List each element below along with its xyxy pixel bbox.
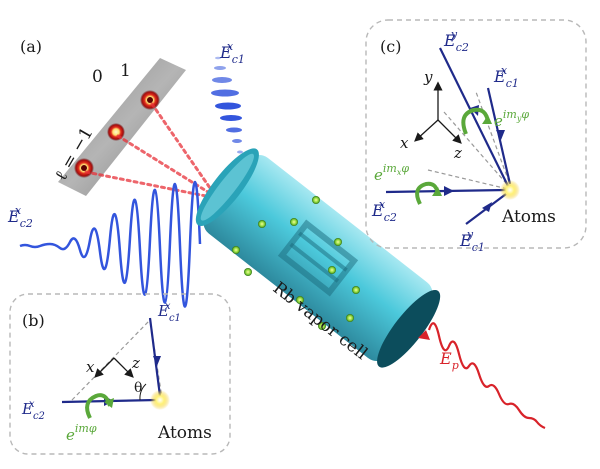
beam-Ep-label: Ep [439,349,459,372]
axis-z: z [131,354,140,372]
phase-curl-icon [85,393,112,419]
diffracted-beams [84,102,212,198]
beam-Ec2x-label: Ec2x [7,204,33,230]
c-axis-y: y [423,68,433,86]
theta-label: θ [134,380,142,396]
beam-Ec1x [211,56,243,154]
c-atoms-icon [500,180,520,200]
c-axis-x: x [400,134,409,152]
vapor-cell: Rb vapor cell [195,148,441,368]
c-axis-z: z [453,144,462,162]
panel-b: (b) x z Ec1x Ec2x θ eimφ Atoms [9,293,231,455]
panel-c: (c) y x z Ec2y Ec1x Ec2x Ec1y eimyφ eimx… [365,19,587,254]
order-1: 1 [120,61,131,81]
c-Ec2y-label: Ec2y [443,28,469,54]
c-Ec2x-label: Ec2x [371,198,397,224]
c-phase-y-label: eimyφ [494,108,529,130]
c-phase-x-label: eimxφ [374,162,409,184]
panel-b-tag: (b) [22,311,45,330]
panel-a-tag: (a) [20,37,42,56]
atom-dots [232,196,360,330]
c-atoms-label: Atoms [501,207,556,227]
b-atoms-label: Atoms [157,423,212,443]
c-Ec1y-label: Ec1y [459,228,485,254]
b-Ec2x-label: Ec2x [21,399,45,422]
probe-beam: Ep [418,322,546,430]
axis-x: x [86,358,95,376]
b-Ec1x-label: Ec1x [157,301,181,324]
beam-Ec2x [19,181,202,308]
beam-Ec1x-label: Ec1x [219,40,245,66]
vortex-spots [74,90,160,178]
c-Ec1x-label: Ec1x [493,64,519,90]
panel-a: (a) 0 1 ℓ = −1 Ec1x [7,37,245,308]
vortex-spot-0 [107,123,125,141]
b-phase-label: eimφ [66,422,97,444]
order-0: 0 [92,67,103,87]
panel-c-tag: (c) [380,37,401,56]
atoms-icon [150,390,170,410]
c-phase-curl-x-icon [415,181,440,205]
c-phase-curl-y-icon [461,107,490,135]
